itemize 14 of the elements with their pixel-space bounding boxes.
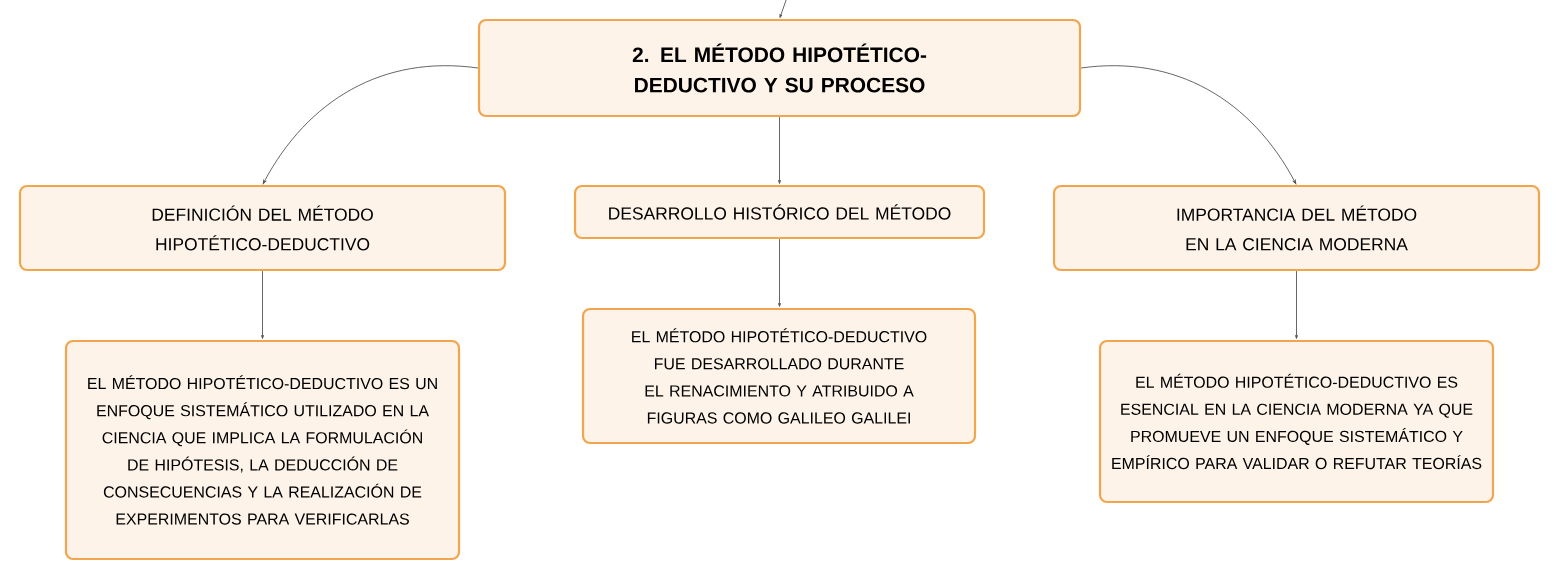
topic-box: 2. EL MÉTODO HIPOTÉTICO-DEDUCTIVO Y SU PROCESO bbox=[477, 18, 1082, 118]
subtopic-box: DESARROLLO HISTÓRICO DEL MÉTODO bbox=[573, 184, 986, 240]
arrow bbox=[261, 270, 264, 339]
description-box: EL MÉTODO HIPOTÉTICO-DEDUCTIVO ES ESENCIAL EN LA CIENCIA MODERNA YA QUE PROMUEVE UN ENFOQUE SISTEMÁTICO Y EMPÍRICO PARA VALIDAR O REFUTAR TEORÍAS bbox=[1098, 339, 1495, 504]
arrow bbox=[1080, 65, 1297, 185]
arrow bbox=[778, 238, 781, 307]
arrow bbox=[262, 65, 479, 185]
subtopic-box: DEFINICIÓN DEL MÉTODO HIPOTÉTICO-DEDUCTIVO bbox=[18, 184, 507, 272]
arrow bbox=[779, 0, 787, 18]
description-box: EL MÉTODO HIPOTÉTICO-DEDUCTIVO FUE DESARROLLADO DURANTE EL RENACIMIENTO Y ATRIBUIDO A FIGURAS COMO GALILEO GALILEI bbox=[581, 307, 977, 445]
description-box: EL MÉTODO HIPOTÉTICO-DEDUCTIVO ES UN ENFOQUE SISTEMÁTICO UTILIZADO EN LA CIENCIA QUE IMPLICA LA FORMULACIÓN DE HIPÓTESIS, LA DEDUCCIÓN DE CONSECUENCIAS Y LA REALIZACIÓN DE EXPERIMENTOS PARA VERIFICARLAS bbox=[64, 339, 461, 561]
arrow bbox=[1295, 270, 1298, 339]
subtopic-box: IMPORTANCIA DEL MÉTODO EN LA CIENCIA MODERNA bbox=[1052, 184, 1541, 272]
arrow bbox=[778, 116, 781, 184]
